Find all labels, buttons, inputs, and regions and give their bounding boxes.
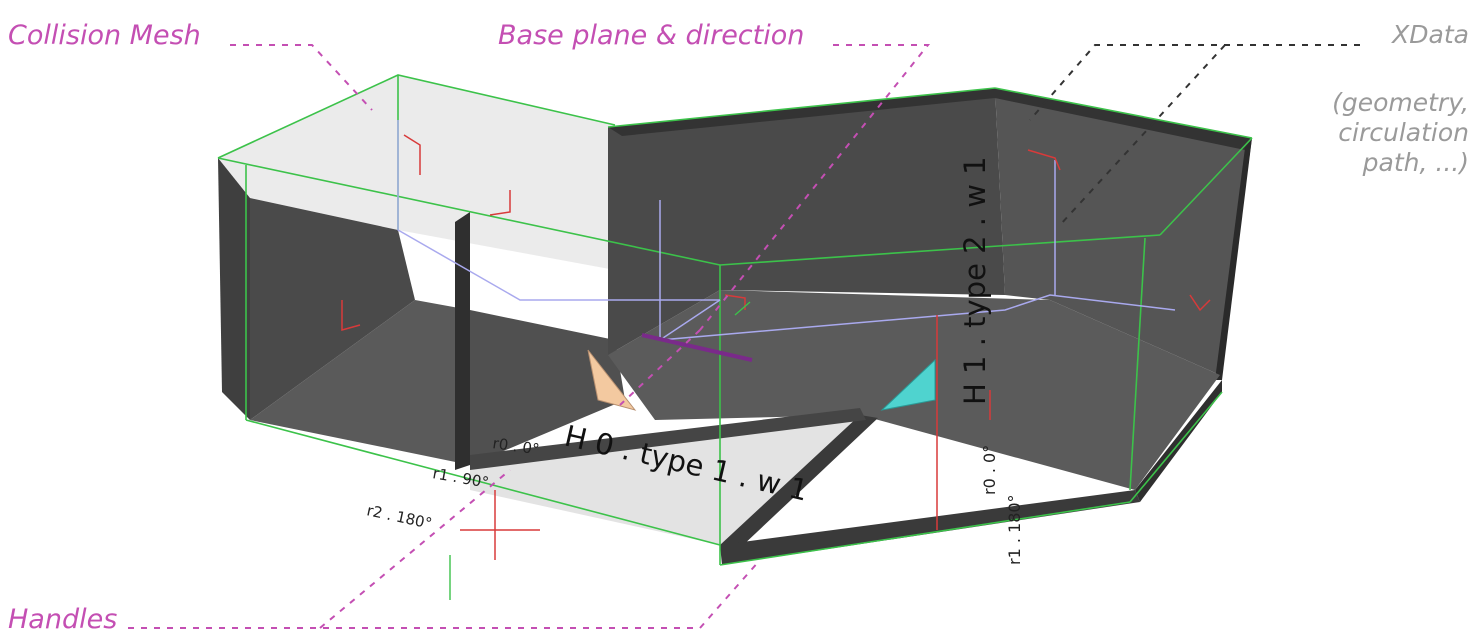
callout-collision-mesh: Collision Mesh (8, 20, 201, 51)
label-h1: H 1 . type 2 . w 1 (958, 156, 992, 405)
label-r0-right: r0 . 0° (980, 445, 999, 495)
label-r1-right: r1 . 180° (1005, 494, 1024, 565)
callout-xdata-note: (geometry, circulation path, ...) (1332, 88, 1469, 178)
xdata-note-line-3: path, ...) (1332, 148, 1469, 178)
callout-base-plane: Base plane & direction (498, 20, 804, 51)
callout-xdata: XData (1392, 20, 1469, 49)
left-box-divider-wall (455, 212, 470, 470)
label-r2-left: r2 . 180° (365, 501, 433, 532)
xdata-note-line-1: (geometry, (1332, 88, 1469, 118)
xdata-note-line-2: circulation (1332, 118, 1469, 148)
callout-handles: Handles (8, 604, 117, 635)
